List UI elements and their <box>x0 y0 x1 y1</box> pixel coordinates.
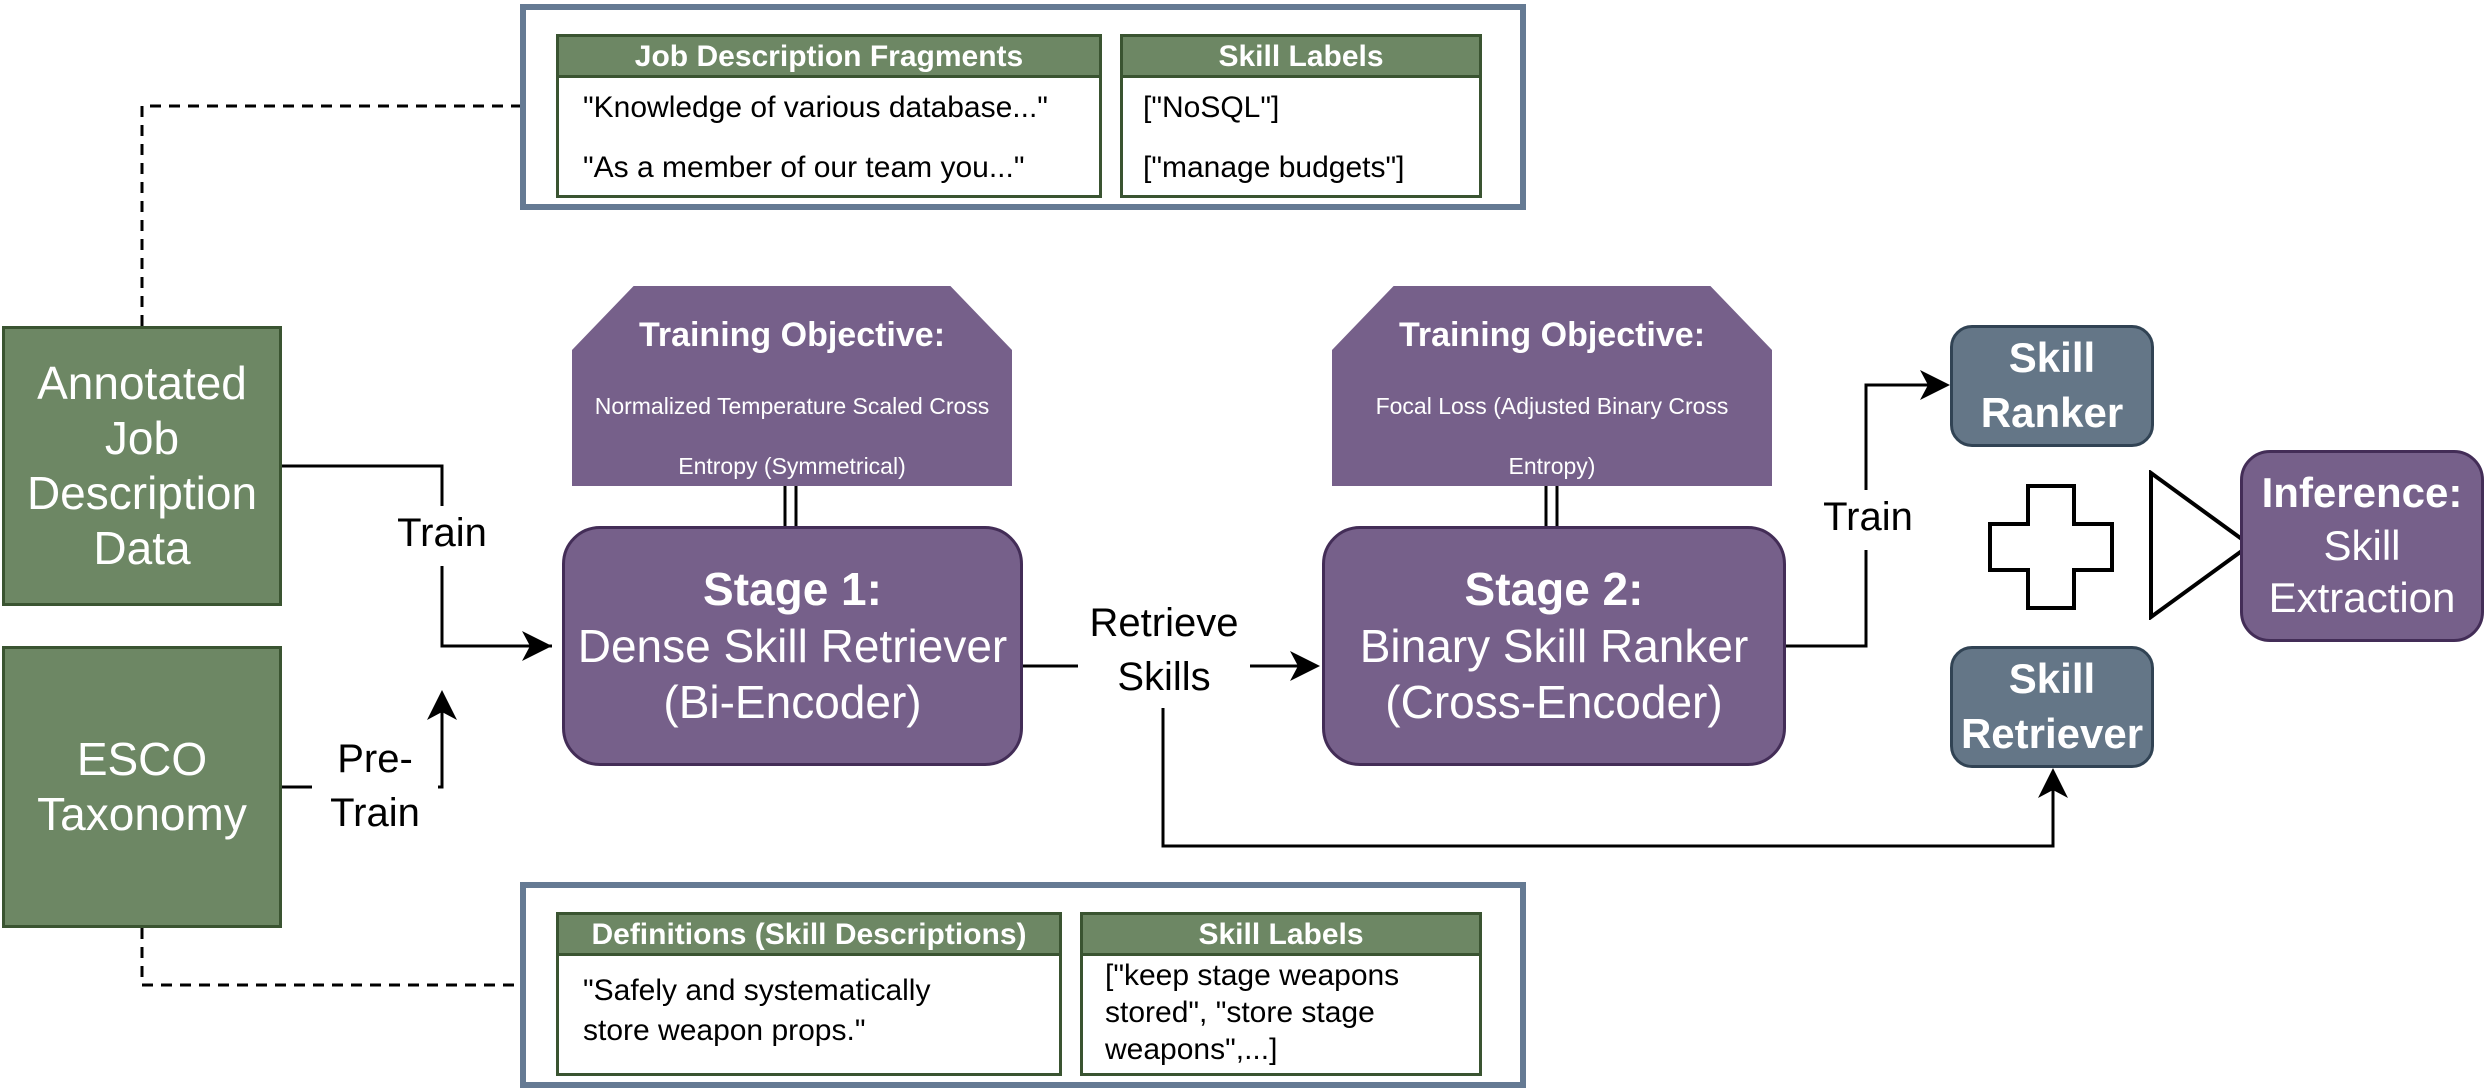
definitions-header: Definitions (Skill Descriptions) <box>559 915 1059 956</box>
retrieve-line-1: Retrieve <box>1089 601 1239 645</box>
objective-1-line-2: Entropy (Symmetrical) <box>678 453 906 479</box>
objective-1-line-1: Normalized Temperature Scaled Cross <box>594 393 990 419</box>
pretrain-line-2: Train <box>330 791 420 835</box>
objective-2-title: Training Objective: <box>1398 316 1706 354</box>
objective-1-text: Normalized Temperature Scaled Cross Entr… <box>582 376 1002 486</box>
stage-2-line-2: (Cross-Encoder) <box>1385 676 1723 729</box>
retrieve-line-2: Skills <box>1117 655 1211 699</box>
train-label-2: Train <box>1812 490 1924 550</box>
train-label-1: Train <box>384 506 500 566</box>
objective-2-line-2: Entropy) <box>1508 453 1596 479</box>
skill-ranker-line-2: Ranker <box>1980 389 2124 436</box>
fragments-header: Job Description Fragments <box>559 37 1099 78</box>
retrieve-skills-label: Retrieve Skills <box>1078 596 1250 706</box>
play-triangle-icon <box>2149 470 2254 620</box>
skill-retriever-line-2: Retriever <box>1960 710 2144 757</box>
definition-line-2: store weapon props." <box>583 1014 866 1047</box>
objective-2-text: Focal Loss (Adjusted Binary Cross Entrop… <box>1342 376 1762 486</box>
stage-2-title: Stage 2: <box>1464 563 1644 616</box>
esco-label-line-2: stored", "store stage <box>1105 996 1375 1029</box>
jd-skill-labels-table: Skill Labels ["NoSQL"] ["manage budgets"… <box>1120 34 1482 198</box>
objective1-link <box>783 486 798 526</box>
retriever-arrow <box>1161 708 2055 848</box>
skill-retriever-line-1: Skill <box>2008 655 2096 703</box>
esco-label-line-3: weapons",...] <box>1105 1033 1278 1066</box>
inference-box: Inference: Skill Extraction <box>2240 450 2484 642</box>
dashed-link-top <box>140 104 520 326</box>
inference-line-1: Skill <box>2323 521 2401 569</box>
stage-2-box: Stage 2: Binary Skill Ranker (Cross-Enco… <box>1322 526 1786 766</box>
training-objective-2: Training Objective: Focal Loss (Adjusted… <box>1332 286 1772 486</box>
fragment-2: "As a member of our team you..." <box>583 151 1025 184</box>
objective-2-line-1: Focal Loss (Adjusted Binary Cross <box>1375 393 1729 419</box>
skill-ranker-box: Skill Ranker <box>1950 325 2154 447</box>
pretrain-line-1: Pre- <box>337 737 413 781</box>
jd-skill-label-2: ["manage budgets"] <box>1143 151 1405 184</box>
jd-skill-labels-header: Skill Labels <box>1123 37 1479 78</box>
objective2-link <box>1544 486 1559 526</box>
annotated-data-box: Annotated Job Description Data <box>2 326 282 606</box>
stage-1-line-2: (Bi-Encoder) <box>663 676 922 729</box>
definition-text: "Safely and systematically store weapon … <box>583 971 930 1051</box>
esco-examples-panel: Definitions (Skill Descriptions) "Safely… <box>520 882 1526 1088</box>
jd-skill-label-1: ["NoSQL"] <box>1143 91 1280 124</box>
stage-2-line-1: Binary Skill Ranker <box>1359 619 1749 672</box>
stage-1-title: Stage 1: <box>703 563 882 616</box>
esco-taxonomy-box: ESCO Taxonomy <box>2 646 282 928</box>
dashed-link-bottom <box>140 928 520 987</box>
stage-1-line-1: Dense Skill Retriever <box>577 619 1008 672</box>
annotated-data-label: Annotated Job Description Data <box>26 356 258 575</box>
pretrain-label: Pre- Train <box>312 732 438 840</box>
plus-icon <box>1988 484 2114 610</box>
fragments-table: Job Description Fragments "Knowledge of … <box>556 34 1102 198</box>
skill-retriever-box: Skill Retriever <box>1950 646 2154 768</box>
skill-ranker-line-1: Skill <box>2008 334 2096 382</box>
inference-title: Inference: <box>2261 469 2463 517</box>
definition-line-1: "Safely and systematically <box>583 974 931 1007</box>
definitions-table: Definitions (Skill Descriptions) "Safely… <box>556 912 1062 1076</box>
objective-1-title: Training Objective: <box>638 316 946 354</box>
esco-skill-label-text: ["keep stage weapons stored", "store sta… <box>1105 957 1399 1068</box>
esco-label-line-1: ["keep stage weapons <box>1105 959 1400 992</box>
job-description-examples-panel: Job Description Fragments "Knowledge of … <box>520 4 1526 210</box>
inference-line-2: Extraction <box>2268 574 2456 622</box>
esco-skill-labels-table: Skill Labels ["keep stage weapons stored… <box>1080 912 1482 1076</box>
fragment-1: "Knowledge of various database..." <box>583 91 1048 124</box>
esco-taxonomy-label: ESCO Taxonomy <box>37 732 247 840</box>
esco-skill-labels-header: Skill Labels <box>1083 915 1479 956</box>
stage-1-box: Stage 1: Dense Skill Retriever (Bi-Encod… <box>562 526 1023 766</box>
training-objective-1: Training Objective: Normalized Temperatu… <box>572 286 1012 486</box>
